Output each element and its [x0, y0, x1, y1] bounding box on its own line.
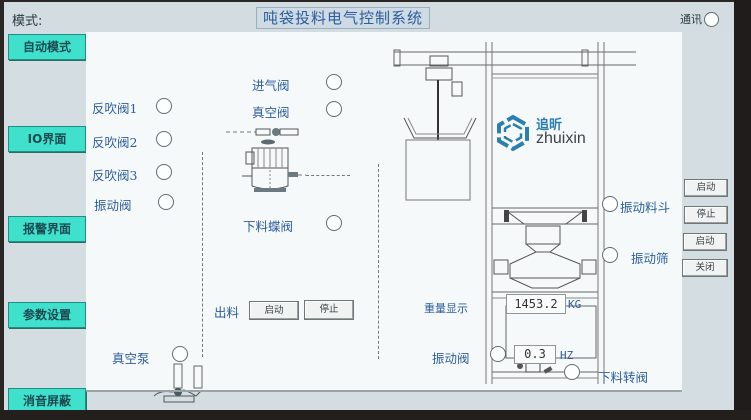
page-title: 吨袋投料电气控制系统	[256, 7, 431, 29]
discharge-label: 出料	[214, 305, 240, 320]
vibration-valve-label: 振动阀	[432, 351, 470, 366]
vacuum-pump-icon	[153, 363, 203, 403]
vibration-valve-left-label: 振动阀	[94, 198, 132, 213]
nav-params-button[interactable]: 参数设置	[8, 302, 86, 328]
backflush-valve-3-label: 反吹阀3	[92, 168, 138, 183]
backflush-valve-3-indicator-icon[interactable]	[156, 164, 172, 180]
hopper-start-button[interactable]: 启动	[684, 179, 728, 197]
vibration-freq-unit: HZ	[560, 349, 574, 362]
vacuum-valve-indicator-icon[interactable]	[326, 101, 342, 117]
nav-alarm-button[interactable]: 报警界面	[8, 216, 86, 242]
zhuixin-logo-icon	[497, 114, 529, 152]
weight-value-display: 1453.2	[506, 294, 566, 314]
process-panel: 反吹阀1 反吹阀2 反吹阀3 振动阀 进气阀 真空阀 下料蝶阀	[86, 32, 682, 403]
backflush-valve-2-indicator-icon[interactable]	[156, 131, 172, 147]
hopper-stop-button[interactable]: 停止	[684, 206, 728, 224]
hmi-screen: 模式: 吨袋投料电气控制系统 通讯 自动模式 IO界面 报警界面 参数设置 消音…	[4, 2, 734, 410]
rotary-valve-label: 下料转阀	[598, 370, 649, 385]
monitor-bezel-bottom	[0, 410, 751, 420]
inlet-valve-label: 进气阀	[252, 78, 290, 93]
bulk-bag-station-frame-icon	[393, 42, 636, 384]
discharge-butterfly-valve-indicator-icon[interactable]	[326, 215, 342, 231]
vacuum-pump-indicator-icon[interactable]	[172, 346, 188, 362]
logo-cn-text: 追昕	[536, 117, 563, 132]
pipe-dashed-line	[202, 152, 203, 357]
monitor-bezel-right	[734, 0, 751, 420]
vibrating-sieve-indicator-icon[interactable]	[602, 247, 618, 263]
comm-indicator-icon	[704, 11, 719, 27]
weight-label: 重量显示	[424, 302, 468, 315]
backflush-valve-2-label: 反吹阀2	[92, 135, 138, 150]
top-bar: 模式: 吨袋投料电气控制系统 通讯	[4, 2, 734, 32]
backflush-valve-1-label: 反吹阀1	[92, 101, 138, 116]
discharge-butterfly-valve-label: 下料蝶阀	[243, 219, 294, 234]
filter-separator-icon	[226, 128, 306, 192]
discharge-start-button[interactable]: 启动	[249, 301, 299, 320]
vibrating-hopper-indicator-icon[interactable]	[602, 196, 618, 212]
logo-en-text: zhuixin	[536, 130, 586, 147]
panel-bottom-edge	[86, 390, 682, 392]
sieve-close-button[interactable]: 关闭	[682, 259, 728, 277]
comm-label: 通讯	[680, 13, 702, 26]
vibration-valve-indicator-icon[interactable]	[490, 346, 506, 362]
weight-unit: KG	[568, 298, 582, 311]
rotary-valve-indicator-icon[interactable]	[564, 364, 580, 380]
inlet-valve-indicator-icon[interactable]	[326, 74, 342, 90]
nav-mute-button[interactable]: 消音屏蔽	[8, 388, 86, 410]
nav-io-button[interactable]: IO界面	[8, 126, 86, 152]
pipe-dashed-line	[306, 175, 350, 176]
nav-auto-mode-button[interactable]: 自动模式	[8, 34, 86, 60]
vacuum-valve-label: 真空阀	[252, 105, 290, 120]
vibration-freq-display: 0.3	[514, 345, 556, 364]
pipe-dashed-line	[378, 164, 379, 359]
sieve-start-button[interactable]: 启动	[683, 233, 727, 251]
vacuum-pump-label: 真空泵	[112, 351, 150, 366]
vibrating-hopper-label: 振动料斗	[620, 200, 671, 215]
vibration-valve-left-indicator-icon[interactable]	[158, 194, 174, 210]
vibrating-sieve-label: 振动筛	[631, 251, 669, 266]
mode-label: 模式:	[12, 14, 43, 29]
comm-status: 通讯	[680, 11, 719, 27]
discharge-stop-button[interactable]: 停止	[304, 300, 354, 320]
backflush-valve-1-indicator-icon[interactable]	[156, 98, 172, 114]
